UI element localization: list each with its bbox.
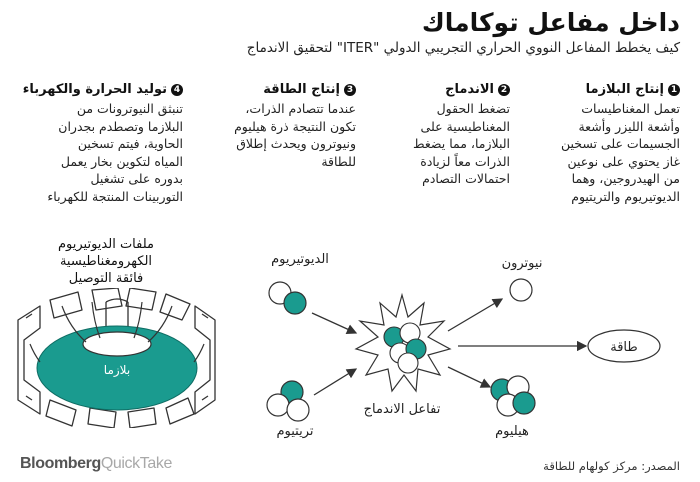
step-3-description: عندما تتصادم الذرات، تكون النتيجة ذرة هي… [234, 100, 356, 170]
page-title: داخل مفاعل توكاماك [421, 8, 680, 37]
step-line: عندما تتصادم الذرات، [245, 101, 356, 116]
step-1-header: 1 إنتاج البلازما [561, 82, 680, 97]
step-2-header: 2 الاندماج [413, 82, 510, 97]
step-2: 2 الاندماج تضغط الحقول المغناطيسية على ا… [413, 82, 510, 188]
step-line: للطاقة [321, 153, 356, 169]
step-line: بدوره على تشغيل [90, 171, 183, 187]
step-2-title: الاندماج [445, 82, 494, 97]
step-3-title: إنتاج الطاقة [263, 82, 340, 97]
neutron-arrow [447, 298, 504, 332]
step-1-title: إنتاج البلازما [585, 82, 664, 97]
step-line: البلازما، مما يضغط [413, 136, 510, 152]
energy-label: طاقة [610, 340, 638, 355]
step-line: الديوتيريوم والتريتيوم [571, 188, 680, 204]
plasma-torus [36, 325, 198, 411]
coil-label: ملفات الديوتيريوم الكهرومغناطيسية فائقة … [46, 236, 166, 287]
source-note: المصدر: مركز كولهام للطاقة [543, 459, 680, 473]
step-line: الحاوية، فيتم تسخين [77, 136, 183, 152]
step-2-description: تضغط الحقول المغناطيسية على البلازما، مم… [413, 100, 510, 188]
energy-bubble [587, 329, 661, 363]
step-line: تضغط الحقول [436, 101, 510, 116]
deuterium-atom [268, 281, 307, 315]
coil-label-line: فائقة التوصيل [68, 271, 144, 286]
step-number-badge: 3 [344, 83, 356, 96]
step-line: ونيوترون ويحدث إطلاق [236, 136, 356, 152]
fusing-nuclei [383, 322, 427, 374]
page-subtitle: كيف يخطط المفاعل النووي الحراري التجريبي… [246, 40, 680, 56]
deuterium-label: الديوتيريوم [271, 252, 329, 267]
helium-arrow [447, 366, 492, 388]
step-line: غاز يحتوي على نوعين [567, 153, 680, 169]
tritium-arrow [313, 368, 358, 396]
step-line: وأشعة الليزر وأشعة [578, 118, 680, 134]
helium-atom [490, 375, 536, 417]
step-number-badge: 1 [668, 83, 680, 96]
step-4: 4 توليد الحرارة والكهرباء تنبثق النيوترو… [23, 82, 183, 206]
step-line: من الهيدروجين، وهما [571, 171, 680, 187]
step-line: البلازما وتصطدم بجدران [58, 118, 183, 134]
step-line: تنبثق النيوترونات من [76, 101, 183, 116]
fusion-reaction-diagram: الديوتيريوم تريتيوم تفاعل الاندماج نيوتر… [266, 252, 661, 439]
step-line: التوربينات المنتجة للكهرباء [47, 188, 183, 204]
step-1-description: تعمل المغناطيسات وأشعة الليزر وأشعة الجس… [561, 100, 680, 206]
step-4-header: 4 توليد الحرارة والكهرباء [23, 82, 183, 97]
plasma-label: بلازما [104, 363, 130, 378]
step-number-badge: 4 [171, 83, 183, 96]
step-3: 3 إنتاج الطاقة عندما تتصادم الذرات، تكون… [234, 82, 356, 170]
step-line: تكون النتيجة ذرة هيليوم [234, 118, 356, 134]
brand-logo: BloombergQuickTake [20, 455, 172, 473]
step-line: المغناطيسية على [420, 118, 510, 134]
step-line: تعمل المغناطيسات [581, 101, 680, 116]
tokamak-diagram: بلازما [17, 288, 216, 428]
step-3-header: 3 إنتاج الطاقة [234, 82, 356, 97]
neutron-particle [509, 278, 533, 302]
step-line: الذرات معاً لزيادة [420, 153, 510, 169]
coil-label-line: ملفات الديوتيريوم [57, 237, 154, 252]
tritium-label: تريتيوم [276, 424, 313, 439]
helium-label: هيليوم [495, 424, 529, 439]
step-line: احتمالات التصادم [422, 171, 510, 187]
brand-subname: QuickTake [100, 455, 173, 472]
deuterium-arrow [311, 312, 358, 334]
step-4-description: تنبثق النيوترونات من البلازما وتصطدم بجد… [23, 100, 183, 206]
brand-name: Bloomberg [20, 455, 101, 472]
step-4-title: توليد الحرارة والكهرباء [22, 82, 167, 97]
step-line: المياه لتكوين بخار يعمل [60, 153, 183, 169]
step-1: 1 إنتاج البلازما تعمل المغناطيسات وأشعة … [561, 82, 680, 206]
neutron-label: نيوترون [502, 256, 543, 271]
coil-label-line: الكهرومغناطيسية [59, 254, 153, 269]
step-line: الجسيمات على تسخين [560, 136, 680, 152]
tritium-atom [266, 380, 310, 422]
fusion-label: تفاعل الاندماج [364, 402, 441, 417]
step-number-badge: 2 [498, 83, 510, 96]
